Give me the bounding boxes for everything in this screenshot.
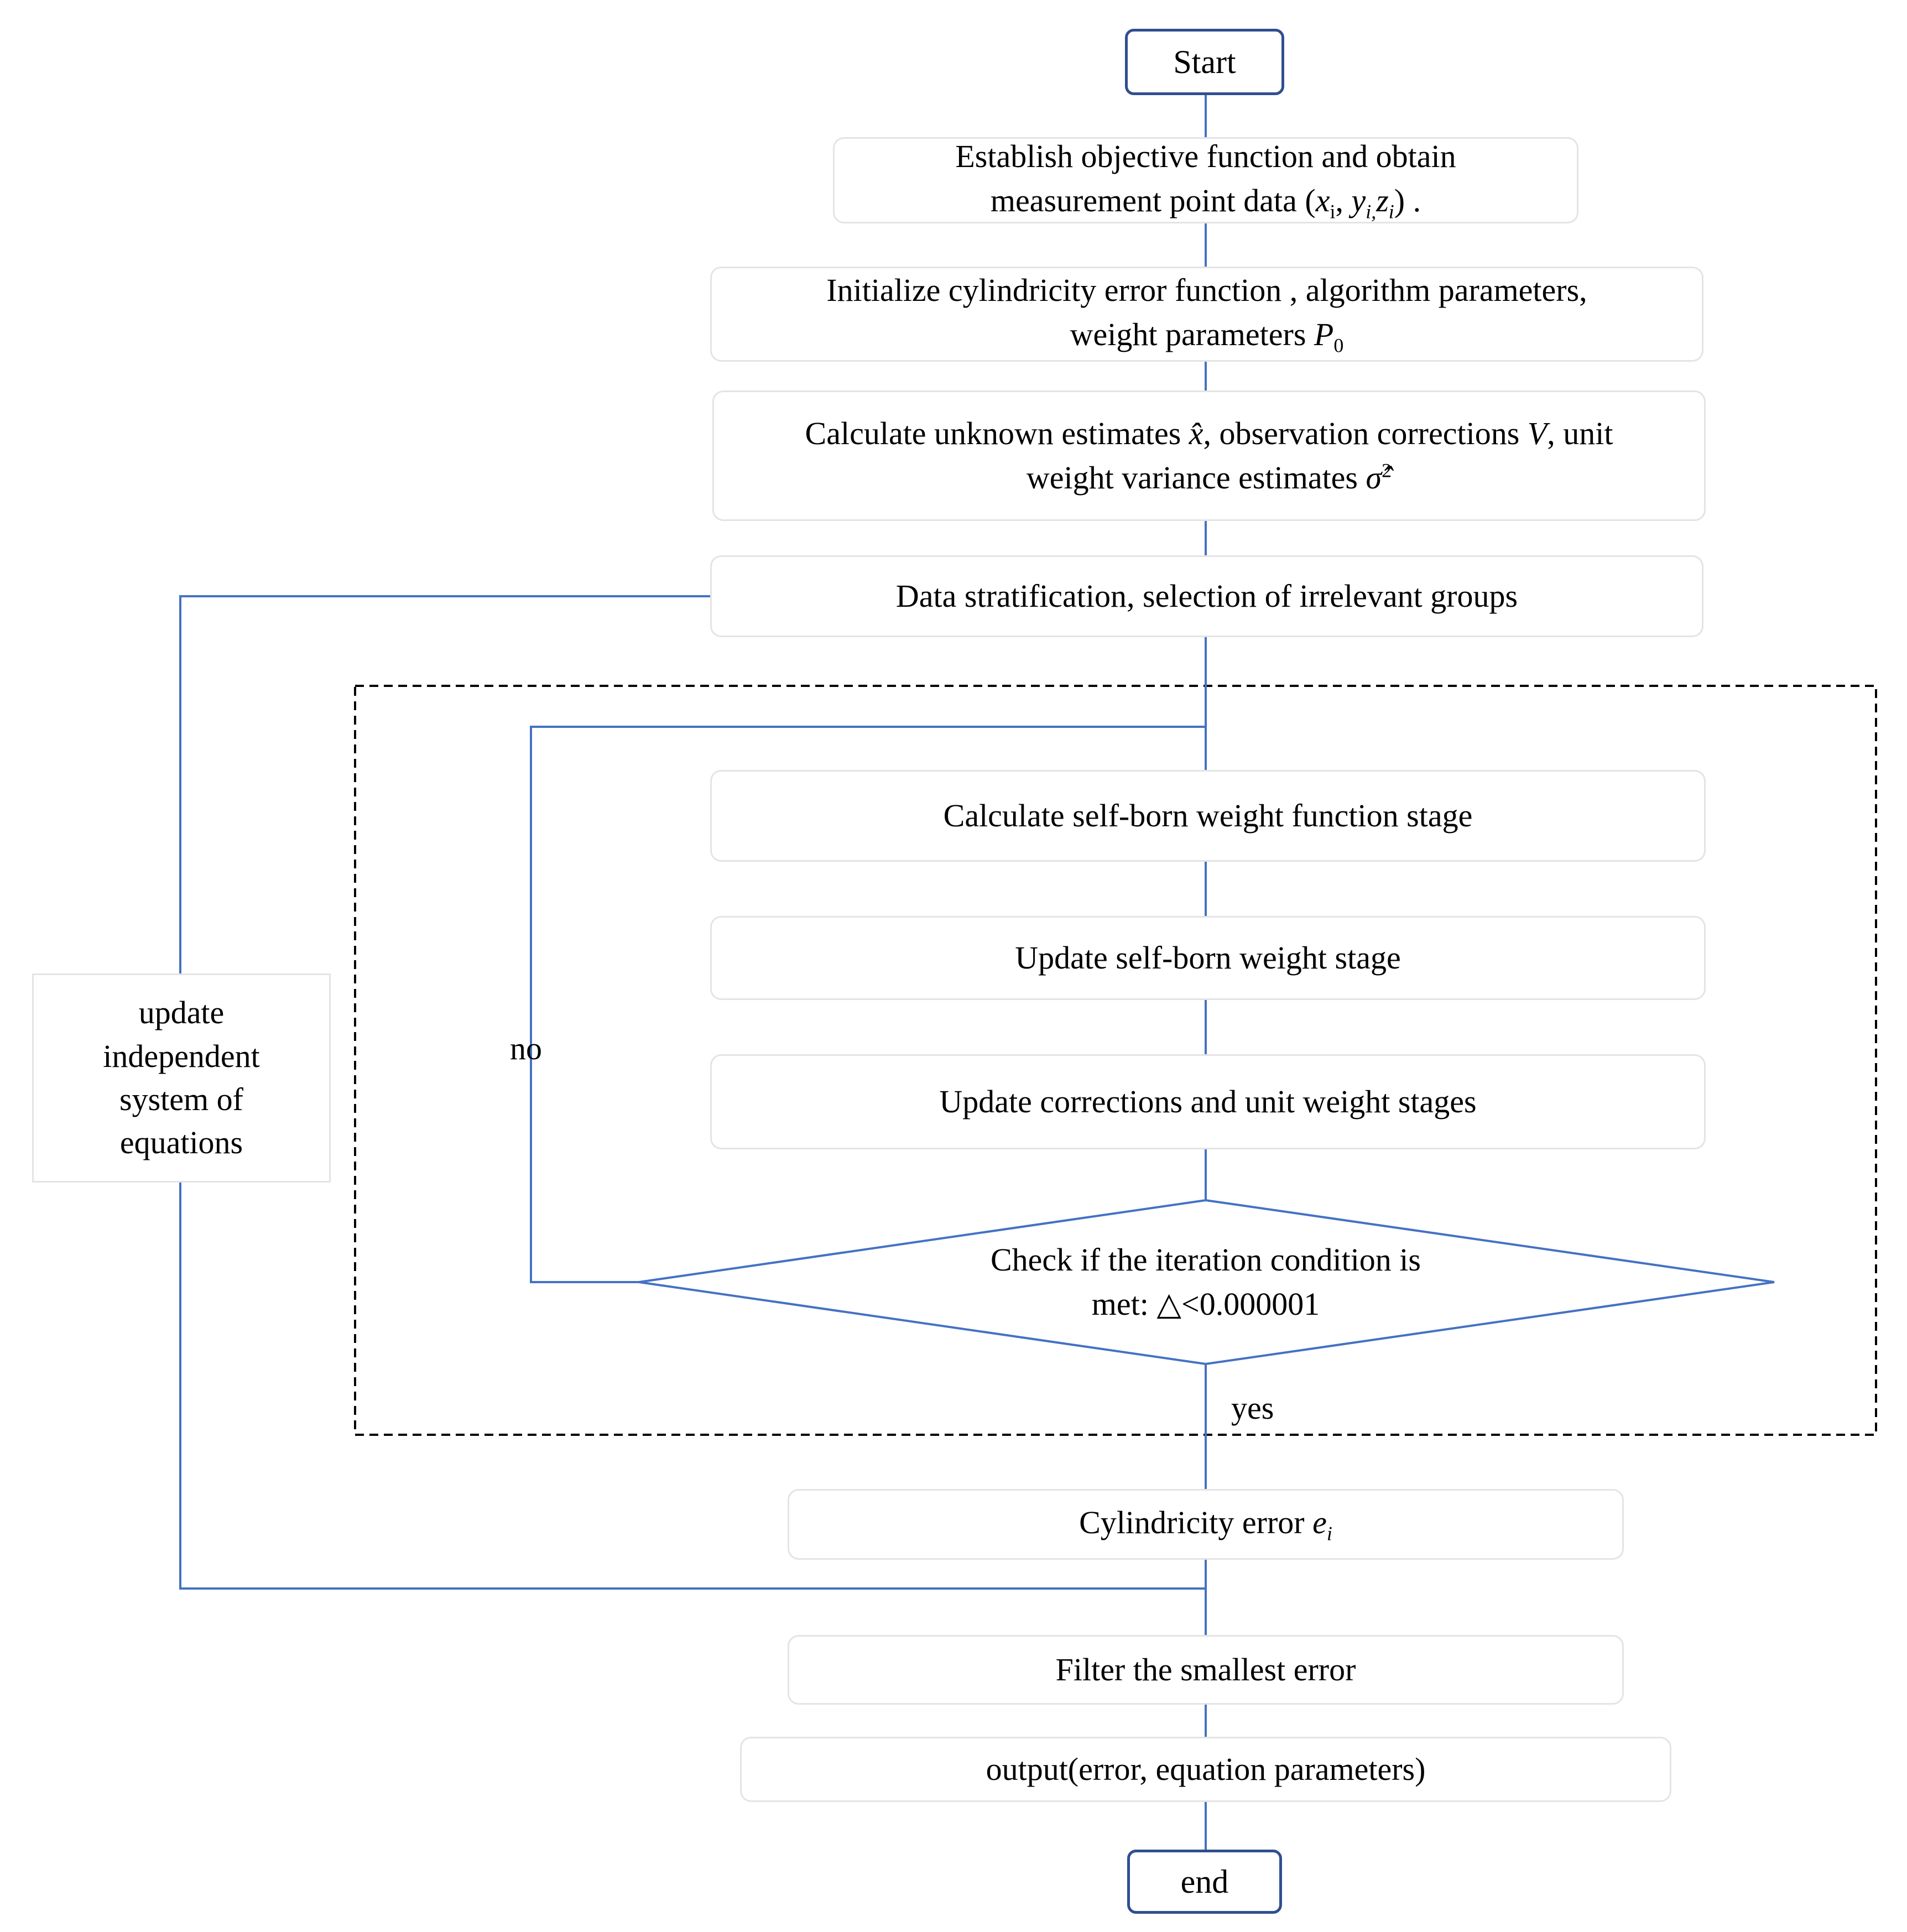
calculate-text-2: , observation corrections: [1203, 415, 1520, 451]
weight-parameter-symbol: P: [1314, 316, 1334, 353]
filter-step: Filter the smallest error: [788, 1635, 1624, 1705]
decision-check-label: Check if the iteration condition is met:…: [991, 1242, 1421, 1322]
connector-outer-loop-bottom: [179, 1183, 1206, 1590]
connector-outer-loop-top: [179, 595, 710, 973]
update-weight-step: Update self-born weight stage: [710, 916, 1706, 1000]
stratify-label: Data stratification, selection of irrele…: [895, 577, 1518, 614]
initialize-step: Initialize cylindricity error function ,…: [710, 267, 1703, 362]
filter-label: Filter the smallest error: [1055, 1651, 1356, 1688]
end-terminal: end: [1127, 1850, 1282, 1914]
output-step: output(error, equation parameters): [740, 1737, 1671, 1802]
update-system-box: update independent system of equations: [32, 973, 331, 1183]
calc-weight-step: Calculate self-born weight function stag…: [710, 770, 1706, 862]
connector-no-loop: [530, 726, 1206, 1283]
establish-line-1: Establish objective function and obtain: [955, 138, 1456, 175]
error-symbol: e: [1312, 1504, 1327, 1541]
update-corrections-label: Update corrections and unit weight stage…: [939, 1083, 1477, 1119]
cylindricity-error-step: Cylindricity error ei: [788, 1489, 1624, 1560]
calculate-text-4: weight variance estimates: [1026, 460, 1358, 496]
calc-weight-label: Calculate self-born weight function stag…: [943, 797, 1473, 834]
calculate-text-3: , unit: [1547, 415, 1613, 451]
start-label: Start: [1173, 43, 1236, 80]
update-weight-label: Update self-born weight stage: [1015, 939, 1401, 976]
variance-symbol: σ̂: [1366, 460, 1382, 496]
yes-label: yes: [1231, 1390, 1274, 1426]
start-terminal: Start: [1125, 29, 1284, 95]
stratify-step: Data stratification, selection of irrele…: [710, 555, 1703, 637]
corrections-symbol: V: [1527, 415, 1548, 451]
initialize-line-2: weight parameters: [1070, 316, 1306, 353]
cylindricity-error-label: Cylindricity error: [1079, 1504, 1305, 1541]
end-label: end: [1180, 1863, 1229, 1900]
establish-math: (xi, yi,zi) .: [1305, 183, 1421, 223]
output-label: output(error, equation parameters): [986, 1751, 1426, 1787]
update-corrections-step: Update corrections and unit weight stage…: [710, 1054, 1706, 1149]
calculate-text-1: Calculate unknown estimates: [805, 415, 1181, 451]
initialize-line-1: Initialize cylindricity error function ,…: [826, 272, 1587, 309]
no-label: no: [510, 1030, 542, 1066]
estimate-symbol: x̂: [1189, 415, 1203, 451]
decision-diamond-shape: [638, 1199, 1775, 1366]
calculate-step: Calculate unknown estimates x̂, observat…: [712, 390, 1706, 521]
establish-step: Establish objective function and obtain …: [833, 137, 1578, 223]
establish-line-2: measurement point data: [990, 183, 1297, 219]
